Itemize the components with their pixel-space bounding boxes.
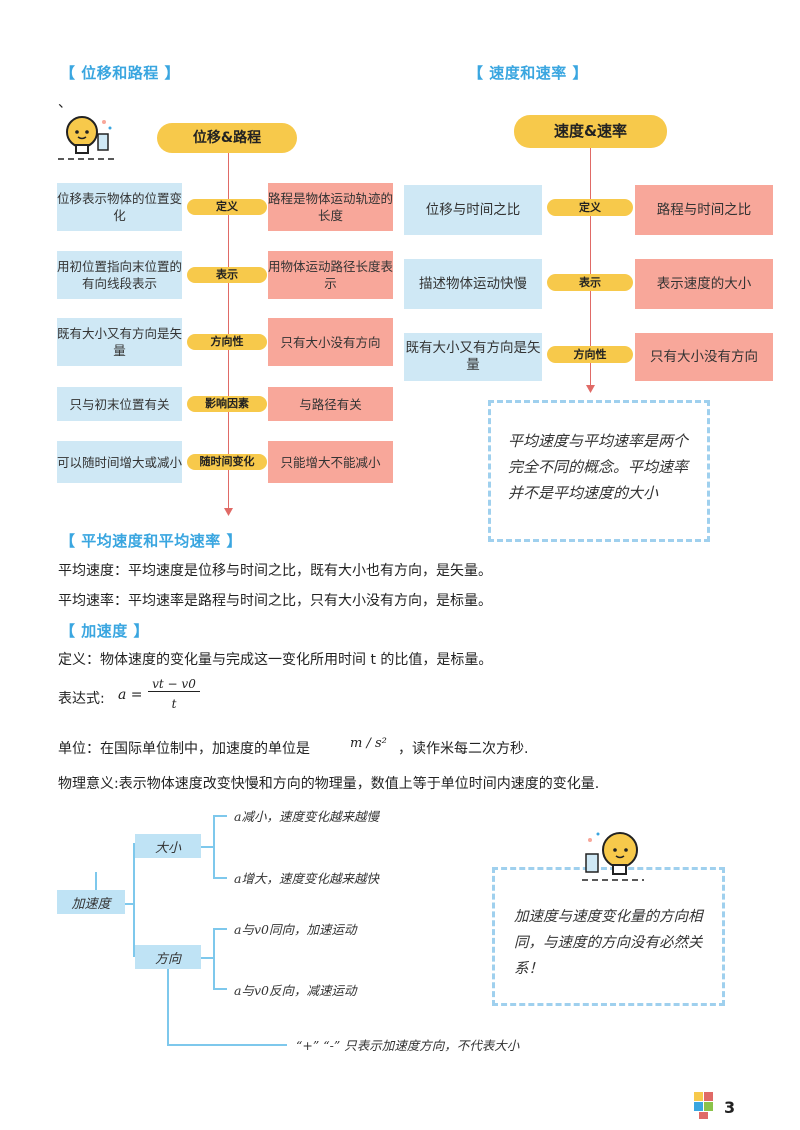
note-box-average xyxy=(488,400,710,542)
section-title-average: 【 平均速度和平均速率 】 xyxy=(60,532,242,550)
tag-representation: 表示 xyxy=(187,267,267,283)
note-average-text: 平均速度与平均速率是两个完全不同的概念。平均速率并不是平均速度的大小 xyxy=(508,432,689,502)
formula-numerator: vt − v0 xyxy=(148,677,200,692)
connector xyxy=(213,815,227,817)
lightbulb-mascot-icon xyxy=(582,832,644,881)
connector xyxy=(167,969,169,1046)
box-displacement-factors: 只与初末位置有关 xyxy=(57,387,182,421)
formula-lhs: a = xyxy=(118,687,143,703)
dir-opposite-text: a与v0反向，减速运动 xyxy=(234,983,357,998)
stray-mark: 、 xyxy=(58,95,72,111)
tag-definition-right: 定义 xyxy=(547,199,633,216)
box-path-direction: 只有大小没有方向 xyxy=(268,318,393,366)
unit-value: m / s² xyxy=(350,736,387,751)
box-displacement-time: 可以随时间增大或减小 xyxy=(57,441,182,483)
accel-definition: 定义：物体速度的变化量与完成这一变化所用时间 t 的比值，是标量。 xyxy=(58,652,493,668)
box-speed-representation: 表示速度的大小 xyxy=(635,259,773,309)
box-path-representation: 用物体运动路径长度表示 xyxy=(268,251,393,299)
mindmap-size: 大小 xyxy=(135,834,201,858)
connector xyxy=(213,928,215,990)
tag-definition: 定义 xyxy=(187,199,267,215)
accel-meaning: 物理意义:表示物体速度改变快慢和方向的物理量，数值上等于单位时间内速度的变化量. xyxy=(58,776,600,792)
connector xyxy=(133,843,135,955)
lightbulb-mascot-icon xyxy=(58,116,118,160)
section-title-acceleration: 【 加速度 】 xyxy=(60,622,149,640)
note-box-acceleration xyxy=(492,867,725,1006)
mindmap-root: 加速度 xyxy=(57,890,125,914)
connector xyxy=(213,877,227,879)
diagram-title-velocity-speed: 速度&速率 xyxy=(514,115,667,148)
box-speed-definition: 路程与时间之比 xyxy=(635,185,773,235)
note-acceleration-text: 加速度与速度变化量的方向相同，与速度的方向没有必然关系！ xyxy=(514,909,703,977)
connector xyxy=(213,928,227,930)
unit-prefix: 单位：在国际单位制中，加速度的单位是 xyxy=(58,741,310,757)
box-speed-direction: 只有大小没有方向 xyxy=(635,333,773,381)
box-displacement-direction: 既有大小又有方向是矢量 xyxy=(57,318,182,366)
dir-same-text: a与v0同向，加速运动 xyxy=(234,922,357,937)
box-velocity-direction: 既有大小又有方向是矢量 xyxy=(404,333,542,381)
formula-denominator: t xyxy=(171,697,177,711)
box-velocity-definition: 位移与时间之比 xyxy=(404,185,542,235)
tag-time-change: 随时间变化 xyxy=(187,454,267,470)
diagram-title-displacement-path: 位移&路程 xyxy=(157,123,297,153)
sign-note-text: “+” “-” 只表示加速度方向，不代表大小 xyxy=(296,1038,520,1053)
tag-representation-right: 表示 xyxy=(547,274,633,291)
brand-logo-icon xyxy=(694,1092,713,1119)
connector xyxy=(201,957,213,959)
connector xyxy=(213,815,215,879)
page-number: 3 xyxy=(724,1098,736,1117)
mindmap-direction: 方向 xyxy=(135,945,201,969)
connector xyxy=(201,846,213,848)
size-increase-text: a增大，速度变化越来越快 xyxy=(234,871,379,886)
size-decrease-text: a减小，速度变化越来越慢 xyxy=(234,809,379,824)
box-displacement-representation: 用初位置指向末位置的有向线段表示 xyxy=(57,251,182,299)
connector xyxy=(95,872,97,892)
arrow-down-icon xyxy=(224,508,233,516)
tag-factors: 影响因素 xyxy=(187,396,267,412)
tag-direction: 方向性 xyxy=(187,334,267,350)
box-path-definition: 路程是物体运动轨迹的长度 xyxy=(268,183,393,231)
unit-suffix: ，读作米每二次方秒. xyxy=(398,741,529,757)
tag-direction-right: 方向性 xyxy=(547,346,633,363)
avg-speed-text: 平均速率：平均速率是路程与时间之比，只有大小没有方向，是标量。 xyxy=(58,593,492,609)
connector xyxy=(167,1044,287,1046)
arrow-down-icon xyxy=(586,385,595,393)
center-line-right xyxy=(590,148,591,388)
center-line xyxy=(228,153,229,513)
avg-velocity-text: 平均速度：平均速度是位移与时间之比，既有大小也有方向，是矢量。 xyxy=(58,563,492,579)
box-displacement-definition: 位移表示物体的位置变化 xyxy=(57,183,182,231)
formula-label: 表达式: xyxy=(58,691,105,707)
box-path-factors: 与路径有关 xyxy=(268,387,393,421)
box-velocity-representation: 描述物体运动快慢 xyxy=(404,259,542,309)
section-title-velocity-speed: 【 速度和速率 】 xyxy=(468,64,588,82)
section-title-displacement-path: 【 位移和路程 】 xyxy=(60,64,180,82)
box-path-time: 只能增大不能减小 xyxy=(268,441,393,483)
connector xyxy=(213,988,227,990)
